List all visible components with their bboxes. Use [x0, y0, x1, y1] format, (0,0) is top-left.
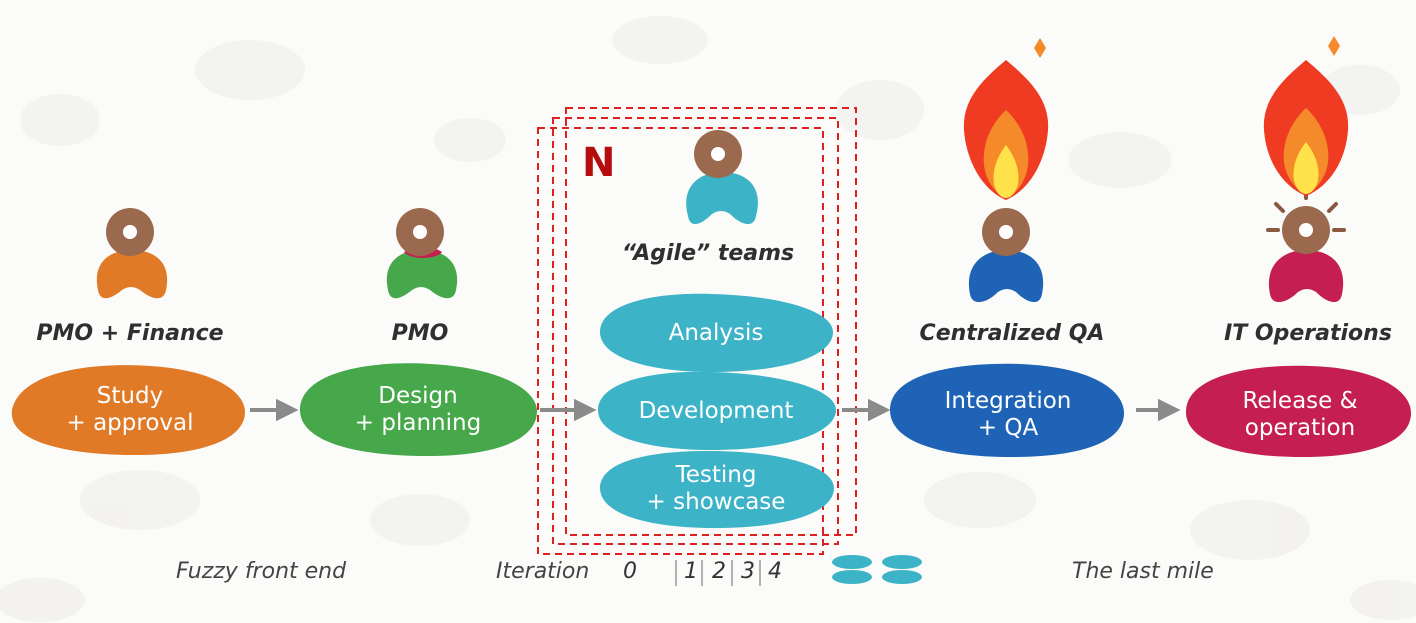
- blob-analysis: [600, 293, 833, 372]
- blob-design: [300, 363, 538, 457]
- stage-analysis-label: Analysis: [668, 319, 764, 346]
- stage-study-line2: + approval: [66, 410, 194, 436]
- arrow-integration-to-release: [1136, 398, 1181, 422]
- arrow-agile-to-integration: [842, 398, 891, 422]
- stage-integration-line2: + QA: [977, 415, 1039, 441]
- stage-design: Design + planning: [318, 382, 518, 438]
- stage-release-line2: operation: [1244, 415, 1356, 441]
- stage-release: Release & operation: [1200, 387, 1400, 443]
- stage-study: Study + approval: [30, 382, 230, 438]
- stage-development-label: Development: [638, 397, 794, 424]
- arrow-design-to-agile: [540, 398, 597, 422]
- caption-fuzzy-front-end: Fuzzy front end: [176, 559, 347, 584]
- blob-testing: [600, 450, 834, 528]
- stage-integration-line1: Integration: [944, 388, 1072, 414]
- blob-development: [598, 371, 836, 450]
- fire-icon-operations: [1263, 36, 1349, 196]
- iteration-number-0: 0: [623, 559, 637, 584]
- person-centralized-qa-icon: [968, 208, 1044, 303]
- stage-testing-line2: + showcase: [646, 489, 786, 515]
- stage-development: Development: [616, 396, 816, 426]
- caption-iteration: Iteration: [496, 559, 590, 584]
- fire-icon-qa: [963, 38, 1049, 200]
- iteration-number-1: 1: [684, 559, 698, 584]
- person-agile-teams-icon: [686, 130, 758, 225]
- iteration-blobs-icon: [832, 555, 922, 584]
- iteration-separators: [675, 560, 761, 586]
- arrow-study-to-design: [250, 398, 299, 422]
- stage-integration: Integration + QA: [908, 387, 1108, 443]
- stage-design-line2: + planning: [354, 410, 482, 436]
- blob-integration: [890, 363, 1125, 458]
- stage-testing: Testing + showcase: [616, 461, 816, 517]
- person-it-operations-icon: [1266, 188, 1346, 303]
- role-label-pmo: PMO: [391, 321, 449, 346]
- person-pmo-finance-icon: [96, 208, 168, 299]
- stage-design-line1: Design: [378, 383, 458, 409]
- person-pmo-icon: [386, 208, 458, 299]
- blob-release: [1186, 365, 1412, 458]
- caption-last-mile: The last mile: [1072, 559, 1214, 584]
- iteration-number-3: 3: [741, 559, 755, 584]
- iteration-frame-front: [565, 107, 857, 536]
- diagram-marker: N: [582, 140, 616, 186]
- role-label-pmo-finance: PMO + Finance: [36, 321, 224, 346]
- iteration-number-4: 4: [768, 559, 782, 584]
- stage-analysis: Analysis: [616, 318, 816, 348]
- role-label-centralized-qa: Centralized QA: [919, 321, 1105, 346]
- iteration-number-2: 2: [712, 559, 726, 584]
- role-label-it-operations: IT Operations: [1224, 321, 1392, 346]
- stage-study-line1: Study: [96, 383, 164, 409]
- iteration-frame-middle: [552, 117, 839, 545]
- blob-study: [11, 365, 245, 456]
- stage-testing-line1: Testing: [675, 462, 757, 488]
- role-label-agile-teams: “Agile” teams: [621, 241, 795, 266]
- stage-release-line1: Release &: [1242, 388, 1358, 414]
